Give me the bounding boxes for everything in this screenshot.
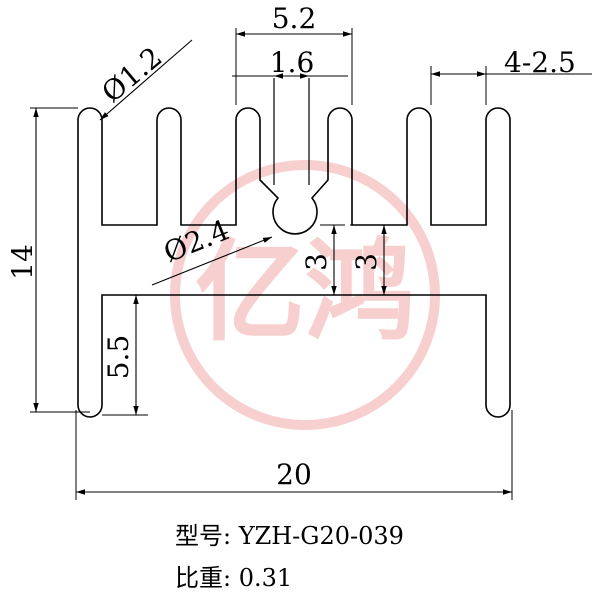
- dim-fin-gap: 5.2: [272, 2, 317, 35]
- model-caption: 型号: YZH-G20-039: [175, 516, 404, 551]
- dim-center-offset-right: 3: [350, 253, 383, 271]
- dimension-lines: [33, 31, 592, 495]
- dim-overall-height: 14: [6, 244, 39, 280]
- weight-value: 0.31: [238, 564, 293, 592]
- dim-base-height: 5.5: [102, 335, 135, 380]
- dim-overall-width: 20: [276, 458, 312, 491]
- weight-caption: 比重: 0.31: [175, 558, 292, 593]
- dim-center-offset-left: 3: [300, 253, 333, 271]
- svg-text:亿鸿: 亿鸿: [195, 228, 415, 356]
- model-label: 型号:: [175, 522, 232, 550]
- extension-lines: [30, 28, 513, 500]
- dim-fin-spec: 4-2.5: [504, 46, 576, 79]
- weight-label: 比重:: [175, 564, 232, 592]
- dim-fin-radius: Ø1.2: [95, 40, 168, 109]
- watermark-logo: 亿鸿: [170, 160, 440, 430]
- heatsink-profile-drawing: 亿鸿 5.2 1.6 4-2.5 Ø1.2: [6, 2, 592, 500]
- model-value: YZH-G20-039: [238, 522, 404, 550]
- heatsink-outline: [77, 107, 511, 418]
- dim-slot-width: 1.6: [270, 46, 315, 79]
